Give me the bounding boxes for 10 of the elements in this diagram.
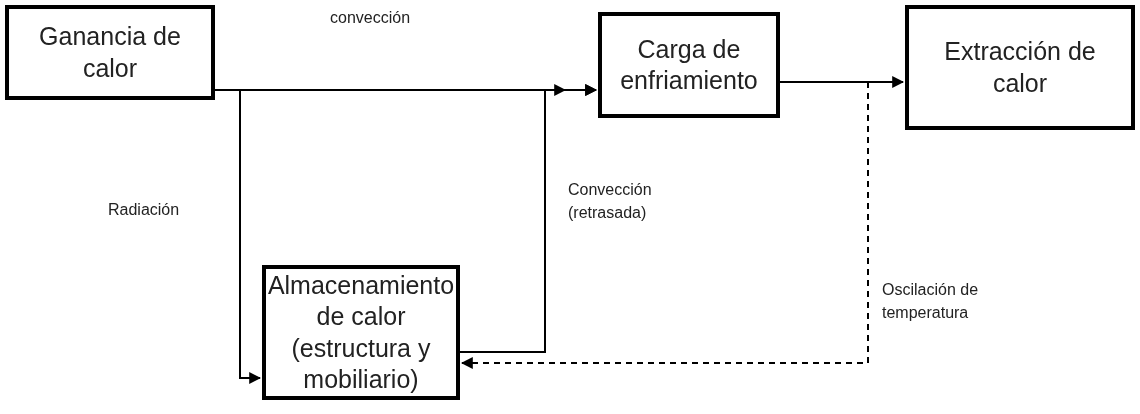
process-box bbox=[905, 5, 1135, 130]
arrow bbox=[459, 84, 598, 353]
box-label: Ganancia de calor bbox=[38, 21, 182, 84]
box-label: Almacenamiento de calor (estructura y mobiliario) bbox=[267, 270, 455, 395]
arrow bbox=[214, 89, 262, 384]
dashed-arrow bbox=[460, 81, 869, 369]
process-box bbox=[5, 5, 215, 100]
box-label: Carga de enfriamiento bbox=[619, 33, 759, 96]
process-box bbox=[598, 12, 780, 118]
box-label: Extracción de calor bbox=[943, 36, 1097, 99]
